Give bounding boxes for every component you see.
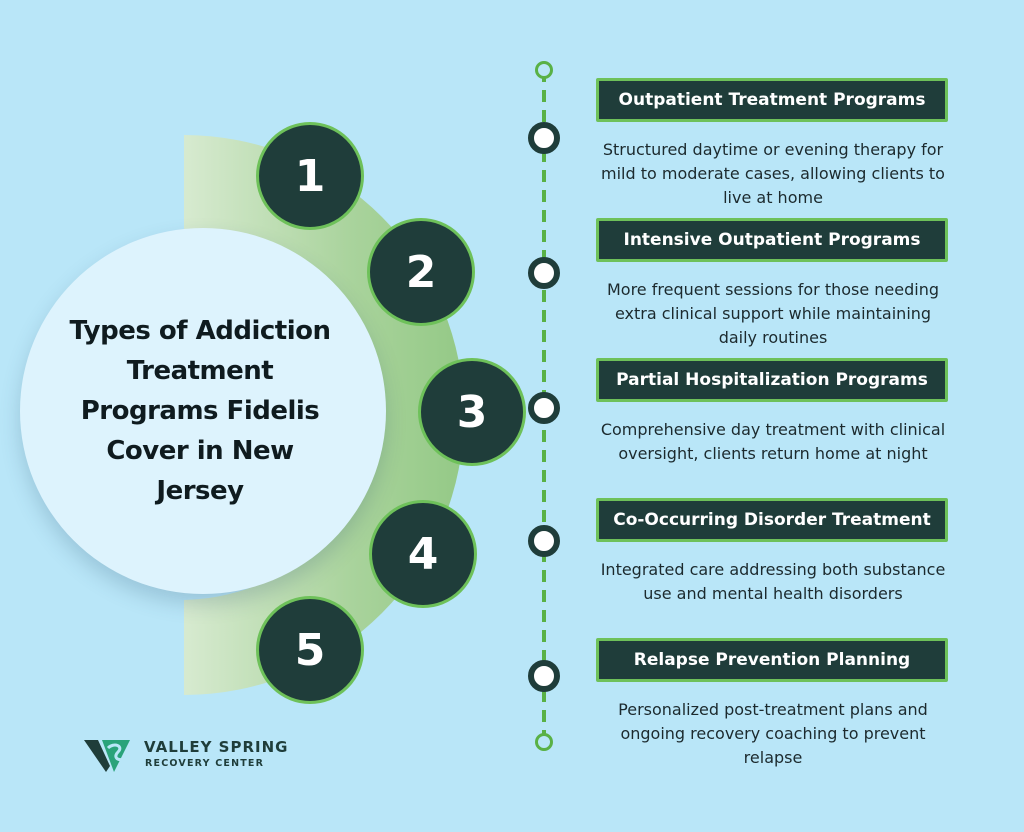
valley-spring-logo-icon (84, 740, 130, 772)
step-description-4: Integrated care addressing both substanc… (600, 560, 946, 603)
timeline-node-3 (528, 392, 560, 424)
step-number-5: 5 (256, 596, 364, 704)
timeline-node-5 (528, 660, 560, 692)
step-label-1: Outpatient Treatment Programs (596, 78, 948, 122)
timeline-node-1 (528, 122, 560, 154)
timeline-node-4 (528, 525, 560, 557)
step-description-3: Comprehensive day treatment with clinica… (600, 420, 946, 463)
valley-spring-logo: VALLEY SPRING RECOVERY CENTER (84, 736, 304, 776)
timeline-start-node (535, 61, 553, 79)
step-number-2: 2 (367, 218, 475, 326)
timeline-end-node (535, 733, 553, 751)
step-number-1: 1 (256, 122, 364, 230)
step-description-5: Personalized post-treatment plans and on… (618, 700, 928, 767)
step-label-2: Intensive Outpatient Programs (596, 218, 948, 262)
timeline-node-2 (528, 257, 560, 289)
title-circle: Types of Addiction Treatment Programs Fi… (20, 228, 386, 594)
logo-subtitle: RECOVERY CENTER (145, 758, 265, 769)
page-title: Types of Addiction Treatment Programs Fi… (69, 316, 331, 506)
logo-name: VALLEY SPRING (144, 738, 289, 756)
step-number-3: 3 (418, 358, 526, 466)
step-description-1: Structured daytime or evening therapy fo… (601, 140, 945, 207)
step-label-5: Relapse Prevention Planning (596, 638, 948, 682)
step-label-3: Partial Hospitalization Programs (596, 358, 948, 402)
step-number-4: 4 (369, 500, 477, 608)
step-description-2: More frequent sessions for those needing… (606, 280, 940, 347)
step-label-4: Co-Occurring Disorder Treatment (596, 498, 948, 542)
